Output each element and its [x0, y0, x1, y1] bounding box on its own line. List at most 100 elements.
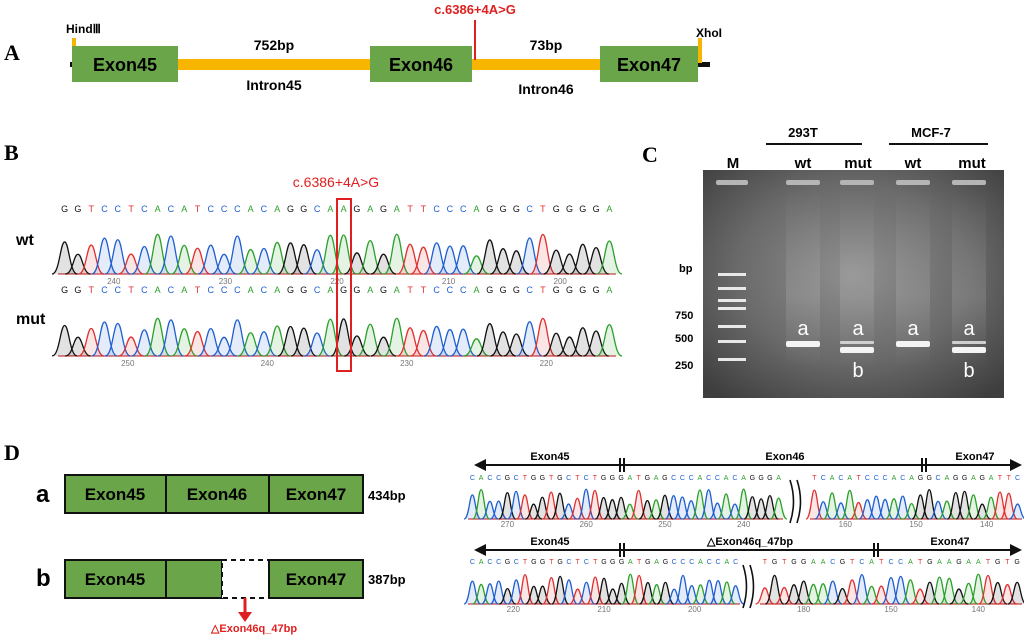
lane-label-293t-mut: mut	[844, 155, 872, 172]
trace-d-top-left-base-letter: T	[549, 475, 554, 482]
seq-top-right-arrow-icon	[1010, 459, 1022, 471]
trace-mut-base-letter: A	[248, 285, 254, 295]
trace-wt-base-letter: G	[74, 204, 81, 214]
trace-d-top-right-base-letter: C	[1015, 475, 1020, 482]
trace-d-top-right-peak	[1008, 503, 1024, 520]
trace-d-top-right-peak	[902, 502, 921, 520]
group-label-mcf7: MCF-7	[911, 125, 951, 140]
trace-mut-tick-label: 240	[261, 359, 275, 368]
well-293t-mut	[840, 180, 874, 185]
trace-wt-base-letter: C	[261, 204, 268, 214]
trace-mut-base-letter: C	[314, 285, 321, 295]
trace-mut-tick-label: 230	[400, 359, 414, 368]
trace-d-bottom-left-base-letter: C	[707, 559, 712, 566]
trace-mut-base-letter: G	[74, 285, 81, 295]
trace-mut-base-letter: T	[540, 285, 546, 295]
trace-d-top-left-base-letter: A	[724, 475, 729, 482]
trace-d-bottom-right-base-letter: A	[821, 559, 826, 566]
trace-d-top-left-base-letter: C	[689, 475, 694, 482]
trace-d-bottom-left-tick-label: 220	[507, 605, 521, 614]
trace-mut-base-letter: C	[168, 285, 175, 295]
trace-d-top-right-peak	[832, 502, 850, 520]
trace-d-top-right-base-letter: C	[936, 475, 941, 482]
trace-mut-base-letter: A	[606, 285, 612, 295]
transcript-b-exon45	[64, 559, 167, 599]
trace-mut-base-letter: T	[407, 285, 413, 295]
trace-wt-base-letter: A	[341, 204, 347, 214]
trace-d-top-left-base-letter: A	[698, 475, 703, 482]
trace-d-top-left-base-letter: A	[654, 475, 659, 482]
trace-mut-base-letter: A	[367, 285, 373, 295]
trace-d-bottom-left-base-letter: G	[619, 559, 624, 566]
trace-d-bottom-left-base-letter: A	[725, 559, 730, 566]
trace-d-bottom-right-peak	[1007, 581, 1024, 605]
trace-d-bottom-right-base-letter: C	[898, 559, 903, 566]
trace-d-bottom-left-peak	[727, 585, 745, 605]
trace-wt-base-letter: C	[221, 204, 228, 214]
trace-d-top-left-base-letter: G	[750, 475, 755, 482]
trace-mut-base-letter: C	[208, 285, 215, 295]
trace-wt-base-letter: G	[566, 204, 573, 214]
trace-d-bottom-left-base-letter: C	[672, 559, 677, 566]
trace-mut-base-letter: G	[513, 285, 520, 295]
trace-d-bottom-right-tick-label: 180	[797, 605, 811, 614]
trace-mut-tick-label: 220	[540, 359, 554, 368]
band-a-293t-mut	[840, 341, 874, 344]
trace-d-bottom-right-base-letter: A	[908, 559, 913, 566]
trace-mut-base-letter: G	[380, 285, 387, 295]
trace-d-bottom-left-peak	[498, 587, 517, 605]
trace-d-bottom-right-base-letter: T	[763, 559, 768, 566]
trace-wt-base-letter: G	[300, 204, 307, 214]
trace-d-bottom-left-base-letter: G	[505, 559, 510, 566]
trace-wt-base-letter: G	[500, 204, 507, 214]
trace-d-top-right-base-letter: A	[892, 475, 897, 482]
trace-wt-base-letter: G	[579, 204, 586, 214]
panel-label-b: B	[4, 140, 19, 165]
trace-wt-base-letter: T	[195, 204, 201, 214]
sequence-break-mark	[789, 479, 795, 524]
mutation-highlight-box	[336, 198, 352, 372]
trace-d-top-right-peak	[973, 503, 991, 520]
trace-d-bottom-right-base-letter: A	[976, 559, 981, 566]
trace-d-bottom-left-base-letter: A	[654, 559, 659, 566]
trace-mut-base-letter: T	[128, 285, 134, 295]
ladder-band-2	[718, 287, 746, 290]
trace-d-top-right-base-letter: A	[971, 475, 976, 482]
seq-top-exon46-label: Exon46	[765, 451, 804, 463]
trace-wt-tick-label: 230	[219, 277, 233, 286]
transcript-b-exon46-remaining	[165, 559, 223, 599]
transcript-a-size: 434bp	[368, 488, 406, 503]
trace-mut-peak	[463, 338, 490, 357]
trace-d-top-left-peak	[726, 503, 744, 520]
trace-d-bottom-left-base-letter: G	[610, 559, 615, 566]
trace-wt-base-letter: T	[421, 204, 427, 214]
trace-wt-tick-label: 210	[442, 277, 456, 286]
trace-d-bottom-right-base-letter: G	[956, 559, 961, 566]
lane-label-m: M	[727, 155, 740, 172]
trace-wt-base-letter: G	[486, 204, 493, 214]
transcript-a-exon45	[64, 474, 167, 514]
trace-wt-base-letter: G	[61, 204, 68, 214]
trace-d-bottom-right-base-letter: G	[840, 559, 845, 566]
trace-wt-base-letter: A	[473, 204, 479, 214]
deletion-arrow-icon	[238, 612, 252, 622]
trace-d-top-left-base-letter: G	[758, 475, 763, 482]
trace-d-bottom-left-base-letter: A	[628, 559, 633, 566]
trace-wt-tick-label: 240	[107, 277, 121, 286]
trace-wt-peak	[65, 253, 91, 275]
exon47-box	[600, 46, 698, 82]
trace-mut-base-letter: A	[394, 285, 400, 295]
well-293t-wt	[786, 180, 820, 185]
trace-d-bottom-right-peak	[871, 585, 891, 605]
panel-c: C 293T MCF-7 M wt mut wt mut	[642, 125, 1004, 398]
intron46-label: Intron46	[518, 81, 573, 97]
deletion-label: △Exon46q_47bp	[210, 623, 297, 635]
trace-d-top-left-base-letter: G	[557, 475, 562, 482]
trace-mut-peak	[596, 323, 623, 357]
band-b-293t-mut	[840, 347, 874, 353]
trace-d-bottom-left-base-letter: C	[680, 559, 685, 566]
trace-d-bottom-left-peak	[604, 588, 622, 605]
trace-mut-peak	[370, 336, 397, 357]
